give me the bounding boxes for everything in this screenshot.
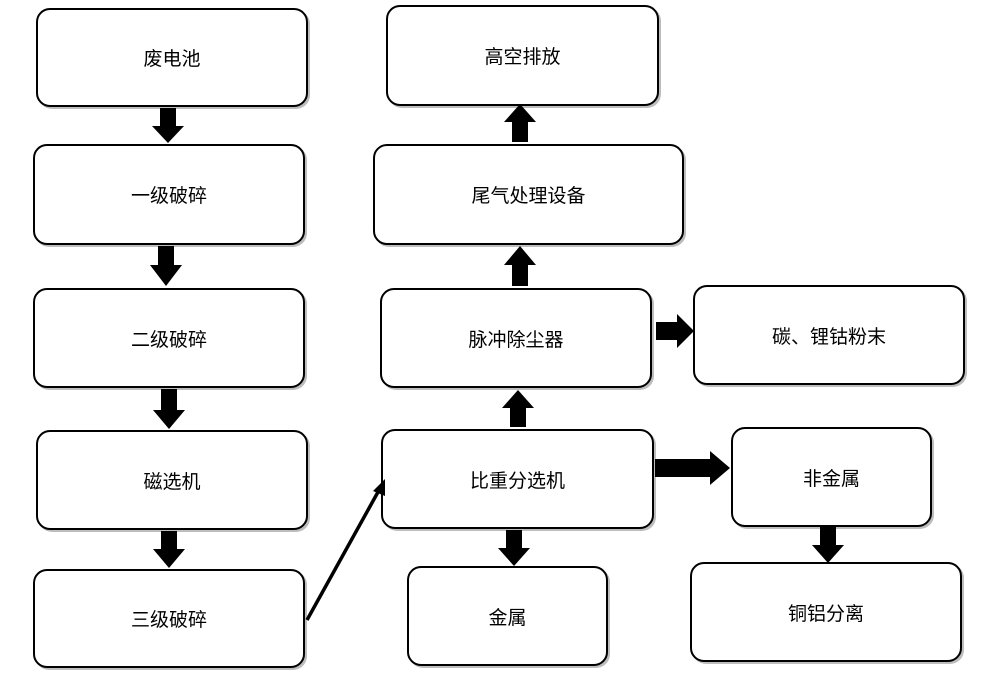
- node-label: 金属: [488, 606, 527, 629]
- node-primary-crush: 一级破碎: [33, 144, 305, 245]
- arrow-right-icon: [655, 451, 730, 485]
- node-label: 高空排放: [484, 46, 561, 68]
- node-high-altitude-emission: 高空排放: [386, 5, 659, 106]
- arrow-right-icon: [656, 314, 694, 348]
- node-copper-aluminum-separation: 铜铝分离: [690, 562, 962, 662]
- node-label: 铜铝分离: [787, 602, 864, 625]
- node-pulse-dust-collector: 脉冲除尘器: [380, 288, 652, 388]
- node-label: 三级破碎: [130, 609, 207, 631]
- arrow-up-icon: [504, 246, 536, 286]
- node-label: 非金属: [802, 467, 860, 490]
- node-label: 尾气处理设备: [471, 185, 586, 207]
- arrow-down-icon: [153, 531, 185, 568]
- arrow-down-icon: [153, 389, 185, 429]
- arrow-up-icon: [502, 390, 534, 427]
- node-secondary-crush: 二级破碎: [33, 288, 305, 388]
- arrow-down-icon: [812, 527, 844, 563]
- node-waste-battery: 废电池: [36, 8, 308, 107]
- node-label: 比重分选机: [469, 469, 565, 492]
- arrow-down-icon: [150, 246, 182, 286]
- arrow-down-icon: [152, 108, 184, 143]
- node-exhaust-treatment: 尾气处理设备: [373, 144, 684, 245]
- node-label: 废电池: [143, 48, 201, 70]
- node-tertiary-crush: 三级破碎: [33, 569, 305, 668]
- node-magnetic-separator: 磁选机: [36, 430, 308, 530]
- node-label: 二级破碎: [130, 328, 207, 351]
- node-label: 磁选机: [143, 470, 201, 493]
- node-gravity-separator: 比重分选机: [381, 429, 654, 529]
- arrow-down-icon: [498, 530, 530, 566]
- node-carbon-lithium-cobalt-powder: 碳、锂钴粉末: [693, 285, 965, 385]
- node-metal: 金属: [407, 566, 608, 666]
- arrow-head-icon: [373, 479, 385, 496]
- node-label: 一级破碎: [130, 185, 207, 207]
- node-non-metal: 非金属: [731, 427, 932, 527]
- node-label: 碳、锂钴粉末: [771, 325, 886, 348]
- node-label: 脉冲除尘器: [468, 328, 564, 351]
- diagonal-arrow-line: [305, 491, 380, 621]
- arrow-up-icon: [504, 104, 536, 142]
